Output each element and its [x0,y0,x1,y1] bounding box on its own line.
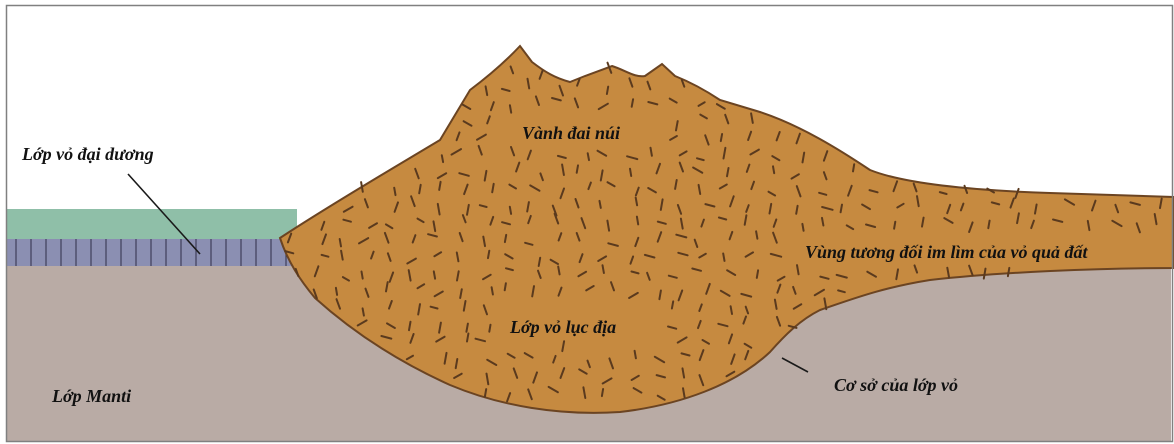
crust-dash [651,148,652,156]
crust-dash [363,308,364,315]
crust-dash [603,265,604,273]
oceanic-crust-label: Lớp vỏ đại dương [22,145,154,163]
crust-dash [510,207,511,214]
ocean-water-layer [7,209,297,239]
crust-dash [841,205,842,213]
continental-crust-label: Lớp vỏ lục địa [510,318,616,336]
crust-dash [558,267,559,275]
crust-dash [1008,268,1009,276]
crust-dash [636,198,637,206]
crust-dash [467,334,468,342]
mantle-label: Lớp Manti [52,387,131,405]
crust-dash [488,251,489,258]
crust-dash [802,224,803,231]
crust-dash [672,301,673,308]
crust-dash [600,201,601,208]
crust-dash [510,105,511,113]
crust-dash [505,283,506,290]
crust-dash [602,389,603,396]
crust-dash [721,134,722,141]
crust-dash [505,235,506,242]
oceanic-crust-layer [7,239,297,266]
crust-dash [822,218,823,226]
crust-dash [773,166,774,173]
crust-dash [796,206,797,214]
crust-dash [731,306,732,314]
crust-dash [485,389,486,397]
stable-region-label: Vùng tương đối im lìm của vỏ quả đất [805,243,1088,261]
crust-dash [607,87,608,94]
mountain-belt-label: Vành đai núi [522,124,620,142]
crust-dash [489,325,490,332]
crust-dash [723,254,724,261]
crust-dash [492,287,493,294]
crust-dash [336,288,337,295]
crust-dash [635,351,636,359]
crust-dash [757,270,758,278]
crust-dash [630,169,631,176]
crust-dash [853,164,854,171]
crust-dash [394,188,395,195]
crust-dash [588,153,589,160]
crust-dash [577,165,578,172]
crust-dash [442,155,443,162]
crust-dash [340,239,341,246]
crust-dash [632,99,633,107]
crust-base-label: Cơ sở của lớp vỏ [834,376,958,394]
crust-dash [756,231,757,238]
crust-dash [434,271,435,278]
crust-dash [894,222,895,229]
crust-dash [439,182,440,190]
crust-dash [988,221,989,229]
crust-dash [637,217,638,225]
crust-dash [362,272,363,279]
